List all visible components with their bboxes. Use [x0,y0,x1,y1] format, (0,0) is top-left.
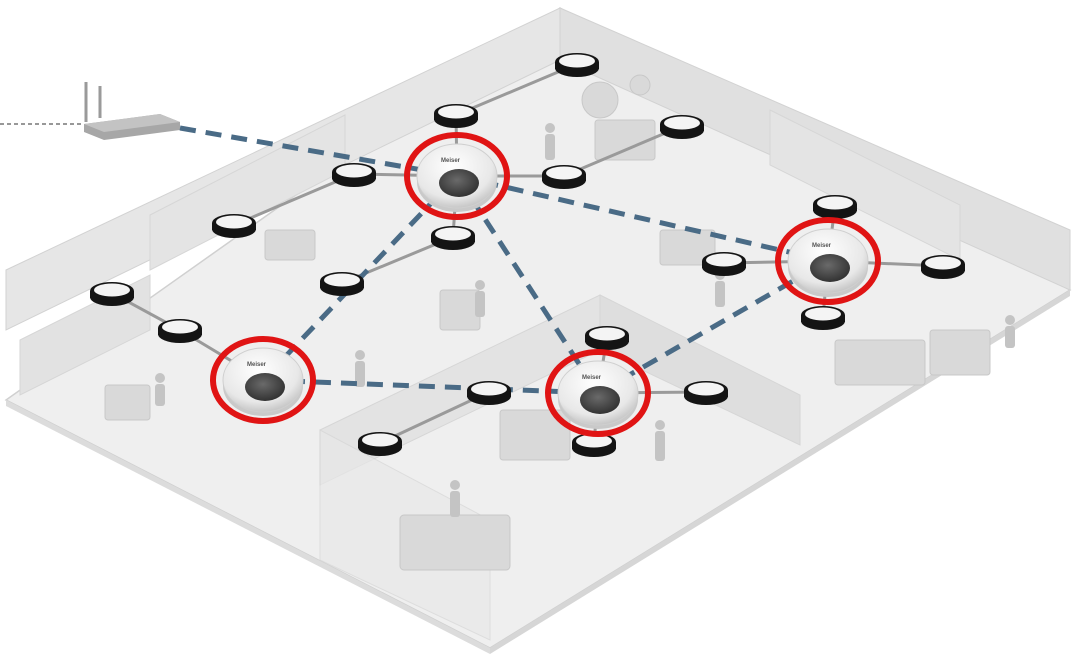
mesh-node-top [546,166,582,180]
mesh-node-icon [332,163,376,187]
gateway-highlight-ring [210,336,316,424]
desk [834,339,926,386]
mesh-node-icon [158,319,202,343]
mesh-node-top [362,433,398,447]
mesh-node-top [688,382,724,396]
gateway-center: Meiser [545,349,651,437]
mesh-node-top [336,164,372,178]
ceiling-sensor-icon: Meiser [416,143,498,212]
desk [104,384,151,421]
mesh-node-icon [467,381,511,405]
sensor-lens [245,373,285,401]
mesh-node-icon [434,104,478,128]
ceiling-sensor-icon: Meiser [557,360,639,429]
cabinet [499,409,571,461]
desk [929,329,991,376]
mesh-node-top [817,196,853,210]
mesh-node-top [216,215,252,229]
mesh-node-top [664,116,700,130]
mesh-node-icon [801,306,845,330]
gateway-right: Meiser [775,217,881,305]
ceiling-sensor-icon: Meiser [222,347,304,416]
floor-slab-front-left-edge [6,400,490,654]
mesh-node-top [559,54,595,68]
person [450,480,460,517]
person [655,420,665,461]
mesh-node-icon [212,214,256,238]
mesh-node-icon [702,252,746,276]
person [355,350,365,387]
sensor-brand-label: Meiser [247,362,267,368]
sensor-brand-label: Meiser [582,375,602,381]
gateway-highlight-ring [545,349,651,437]
mesh-node-top [576,434,612,448]
mesh-node-top [589,327,625,341]
mesh-node-icon [572,433,616,457]
router-icon [84,82,180,140]
sensor-lens [439,169,479,197]
mesh-node-top [925,256,961,270]
wall-clock [581,81,619,119]
gateway-highlight-ring [775,217,881,305]
mesh-node-top [435,227,471,241]
furniture [104,74,991,571]
mesh-node-top [94,283,130,297]
sensor-lens [580,386,620,414]
cabinet [439,289,481,331]
mesh-node-icon [684,381,728,405]
gateway-top: Meiser [404,132,510,220]
mesh-node-top [324,273,360,287]
mesh-node-icon [358,432,402,456]
mesh-node-top [162,320,198,334]
mesh-node-icon [555,53,599,77]
mesh-node-icon [660,115,704,139]
backhaul-link [596,258,830,396]
person [155,373,165,406]
mesh-link [233,172,355,227]
person [475,280,485,317]
mesh-node-top [706,253,742,267]
desk [264,229,316,261]
gateway-highlight-ring [404,132,510,220]
mesh-node-top [438,105,474,119]
backhaul-link [262,377,599,396]
ceiling-sensor-icon: Meiser [787,228,869,297]
sensor-brand-label: Meiser [812,243,832,249]
person [1005,315,1015,348]
mesh-node-icon [813,195,857,219]
sensor-lens [810,254,850,282]
desk [594,119,656,161]
mesh-node-icon [320,272,364,296]
person [545,123,555,160]
mesh-link [563,124,683,178]
mesh-node-top [805,307,841,321]
wall-decor [629,74,651,96]
mesh-node-icon [921,255,965,279]
mesh-nodes [90,53,965,457]
mesh-node-top [471,382,507,396]
mesh-node-icon [431,226,475,250]
mesh-node-icon [585,326,629,350]
router [0,82,180,140]
mesh-node-icon [90,282,134,306]
reception-counter [399,514,511,571]
backhaul-link [456,173,829,264]
gateway-left: Meiser [210,336,316,424]
mesh-link [455,62,578,117]
sensor-brand-label: Meiser [441,158,461,164]
mesh-node-icon [542,165,586,189]
